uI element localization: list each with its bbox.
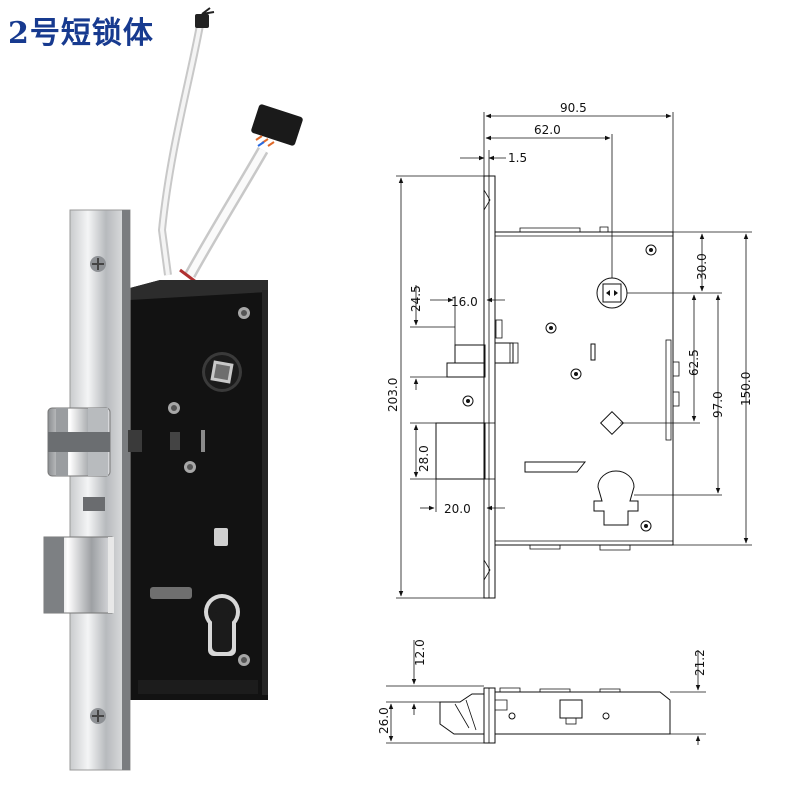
side-view-drawing: 12.0 26.0 21.2: [377, 639, 707, 745]
front-dimensions: 90.5 62.0 1.5 203.0 150.0 30.0 62.5 97.0: [386, 101, 753, 599]
lock-photo: [43, 7, 303, 771]
lock-case: [130, 280, 268, 700]
dim-deadbolt-throw: 20.0: [444, 502, 471, 516]
dim-side-26: 26.0: [377, 707, 391, 734]
dim-spindle-to-cylinder-bottom: 97.0: [711, 391, 725, 418]
dim-total-width: 90.5: [560, 101, 587, 115]
case-slots: [150, 430, 228, 599]
latch-bolt: [47, 407, 142, 477]
dim-case-height: 150.0: [739, 372, 753, 406]
page-title: 2号短锁体: [8, 16, 154, 51]
dim-side-21: 21.2: [693, 649, 707, 676]
deadbolt: [43, 536, 114, 614]
front-view-drawing: [435, 175, 680, 599]
dim-spindle-to-cylinder: 62.5: [687, 349, 701, 376]
dim-faceplate-height: 203.0: [386, 378, 400, 412]
dim-side-12: 12.0: [413, 639, 427, 666]
dim-spindle-offset: 62.0: [534, 123, 561, 137]
dim-latch-height: 24.5: [409, 285, 423, 312]
faceplate: [69, 209, 131, 771]
dim-deadbolt-height: 28.0: [417, 445, 431, 472]
cable-bundle: [157, 7, 269, 287]
dim-top-to-spindle: 30.0: [695, 253, 709, 280]
dim-faceplate-thickness: 1.5: [508, 151, 527, 165]
spindle-hole: [202, 352, 242, 392]
cylinder-hole: [204, 594, 240, 656]
dim-latch-throw: 16.0: [451, 295, 478, 309]
cable-connector: [251, 104, 303, 147]
case-screws: [168, 307, 250, 666]
